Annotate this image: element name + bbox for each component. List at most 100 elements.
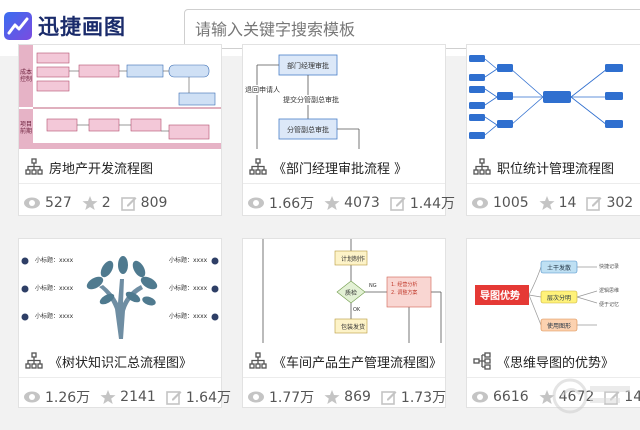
edits-count: 302: [606, 195, 634, 211]
card-divider: [243, 377, 445, 378]
eye-icon: [472, 391, 488, 403]
card-divider: [19, 377, 221, 378]
edits-count: 1.44万: [409, 196, 455, 212]
mindmap-icon: [473, 352, 491, 370]
template-card[interactable]: 小标题：xxxx 小标题：xxxx 小标题：xxxx 小标题：xxxx 小标题：…: [18, 238, 231, 409]
likes-stat[interactable]: 869: [324, 389, 371, 405]
thumb-box-label: 包装发货: [341, 324, 366, 331]
template-card[interactable]: 职位统计管理流程图 1005 14 302: [466, 44, 640, 216]
star-icon: [539, 196, 555, 210]
views-count: 1.77万: [269, 390, 315, 406]
flowchart-icon: [249, 352, 267, 369]
eye-icon: [24, 197, 40, 209]
watermark-logo: [552, 378, 630, 414]
template-card[interactable]: 计划制作 质检 包装发货 1. 经营分析 2. 调整方案 NG OK 《车间产品…: [242, 238, 446, 408]
card-divider: [19, 183, 221, 184]
template-card[interactable]: 成本控制 项目前期 房地产开发流程图 527 2 809: [18, 44, 222, 216]
template-thumbnail[interactable]: 计划制作 质检 包装发货 1. 经营分析 2. 调整方案 NG OK: [243, 239, 445, 343]
thumb-box-label: 1. 经营分析 2. 调整方案: [391, 282, 418, 296]
thumb-side-label-b: 项目前期: [20, 121, 33, 135]
template-thumbnail[interactable]: 成本控制 项目前期: [19, 45, 221, 149]
flowchart-icon: [25, 352, 43, 369]
likes-stat[interactable]: 2141: [100, 389, 156, 405]
views-count: 1.66万: [269, 196, 315, 212]
edits-count: 809: [140, 195, 168, 211]
template-stats: 1.77万 869 1.73万: [243, 385, 446, 409]
views-count: 6616: [493, 389, 529, 405]
likes-count: 4073: [344, 195, 380, 211]
views-stat: 1.77万: [247, 387, 314, 407]
likes-count: 2141: [120, 389, 156, 405]
edit-icon: [120, 197, 137, 211]
mindmap-leaf-label: 快捷记录: [599, 264, 620, 270]
template-thumbnail[interactable]: 导图优势 土干发散 层次分明 使用图形 快捷记录 逻辑思维 便于记忆: [467, 239, 640, 343]
edits-count: 14: [624, 389, 640, 405]
thumb-box-label: 质检: [345, 290, 358, 297]
star-icon: [82, 196, 98, 210]
likes-count: 869: [344, 389, 371, 405]
views-count: 1.26万: [45, 390, 91, 406]
mindmap-node-label: 层次分明: [547, 295, 572, 302]
mindmap-leaf-label: 逻辑思维: [599, 288, 620, 294]
template-card[interactable]: 部门经理审批 提交分管副总审批 分管副总审批 退回申请人 《部门经理审批流程 》…: [242, 44, 455, 216]
likes-stat[interactable]: 14: [539, 195, 576, 211]
template-title[interactable]: 职位统计管理流程图: [497, 161, 615, 177]
search-box[interactable]: [184, 9, 640, 49]
edits-stat: 1.44万: [390, 193, 455, 213]
template-stats: 1005 14 302: [467, 191, 640, 215]
template-stats: 1.26万 2141 1.64万: [19, 385, 231, 409]
logo[interactable]: 迅捷画图: [0, 8, 126, 44]
flowchart-icon: [249, 158, 267, 175]
thumb-box-label: 提交分管副总审批: [283, 95, 339, 105]
thumb-item-label: 小标题：xxxx: [35, 313, 74, 320]
template-title[interactable]: 《车间产品生产管理流程图》: [273, 355, 443, 371]
edit-icon: [390, 197, 406, 211]
template-card[interactable]: 导图优势 土干发散 层次分明 使用图形 快捷记录 逻辑思维 便于记忆 《思维导图…: [466, 238, 640, 408]
edits-stat: 809: [120, 195, 168, 211]
thumb-box-label: 分管副总审批: [287, 126, 329, 134]
thumb-box-label: 部门经理审批: [287, 62, 329, 70]
logo-text: 迅捷画图: [38, 15, 126, 39]
template-stats: 1.66万 4073 1.44万: [243, 191, 455, 215]
views-stat: 1005: [471, 195, 529, 211]
views-stat: 6616: [471, 389, 529, 405]
mindmap-root-label: 导图优势: [480, 291, 520, 302]
edit-icon: [586, 197, 602, 211]
views-count: 527: [45, 195, 72, 211]
template-title[interactable]: 《树状知识汇总流程图》: [49, 355, 193, 371]
card-divider: [243, 183, 445, 184]
star-icon: [100, 390, 116, 404]
edits-count: 1.73万: [400, 390, 447, 406]
mindmap-node-label: 使用图形: [547, 323, 572, 330]
template-title[interactable]: 《部门经理审批流程 》: [273, 161, 408, 177]
template-thumbnail[interactable]: [467, 45, 640, 149]
views-count: 1005: [493, 195, 529, 211]
mindmap-leaf-label: 便于记忆: [599, 302, 620, 308]
search-input[interactable]: [185, 10, 640, 48]
card-divider: [467, 183, 640, 184]
views-stat: 1.66万: [247, 193, 314, 213]
flowchart-icon: [473, 158, 491, 175]
star-icon: [539, 390, 555, 404]
template-title[interactable]: 房地产开发流程图: [49, 161, 154, 177]
edit-icon: [166, 391, 182, 405]
views-stat: 1.26万: [23, 387, 90, 407]
template-stats: 527 2 809: [19, 191, 221, 215]
thumb-branch-label: OK: [353, 307, 361, 313]
eye-icon: [24, 391, 40, 403]
edits-count: 1.64万: [185, 390, 231, 406]
star-icon: [324, 390, 340, 404]
edits-stat: 1.73万: [381, 387, 446, 407]
likes-count: 2: [101, 195, 111, 211]
thumb-side-label-a: 成本控制: [20, 69, 33, 83]
thumb-item-label: 小标题：xxxx: [35, 257, 74, 264]
template-thumbnail[interactable]: 小标题：xxxx 小标题：xxxx 小标题：xxxx 小标题：xxxx 小标题：…: [19, 239, 221, 343]
template-thumbnail[interactable]: 部门经理审批 提交分管副总审批 分管副总审批 退回申请人: [243, 45, 445, 149]
template-title[interactable]: 《思维导图的优势》: [497, 355, 615, 371]
likes-stat[interactable]: 2: [82, 195, 111, 211]
likes-stat[interactable]: 4073: [324, 195, 380, 211]
edits-stat: 302: [586, 195, 633, 211]
star-icon: [324, 196, 340, 210]
thumb-item-label: 小标题：xxxx: [169, 285, 208, 292]
eye-icon: [248, 197, 264, 209]
